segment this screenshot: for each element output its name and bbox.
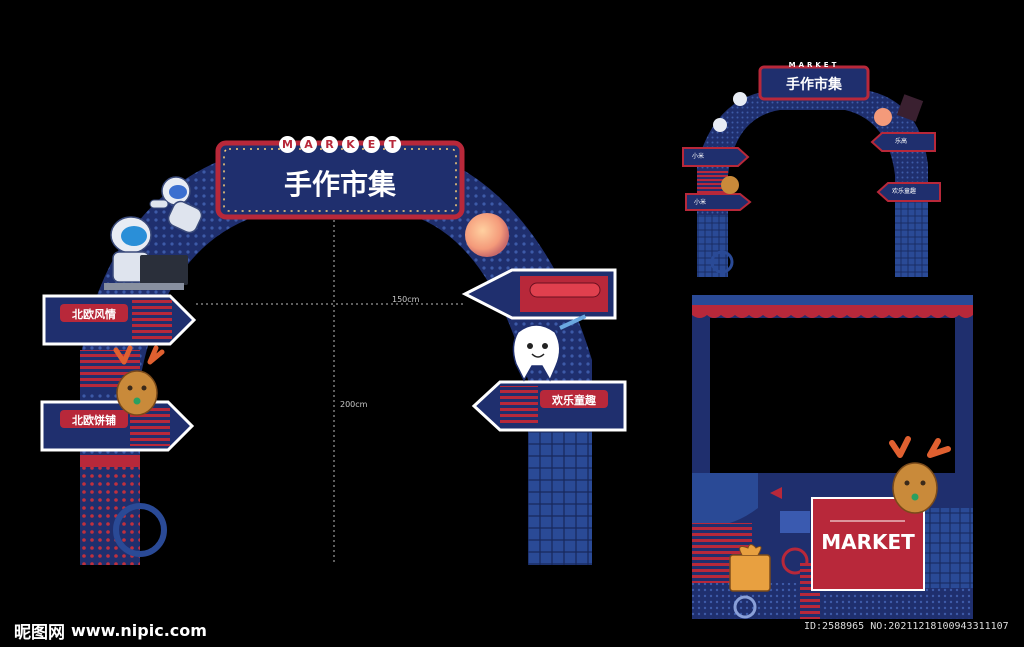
marquee-letter: T [384,136,401,153]
marquee-letter: A [300,136,317,153]
photo-frame-graphic [692,295,973,619]
small-marquee: MARKET [788,61,840,69]
sign-label-kids-fun: 欢乐童趣 [552,394,596,407]
photo-frame: MARKET [690,293,975,621]
main-arch: M A R K E T 手作市集 北欧风情 北欧饼铺 欢乐童趣 150cm 20… [40,136,627,565]
small-sign-4: 欢乐童趣 [892,188,917,195]
marquee-letter: E [363,136,380,153]
small-sign-3: 乐高 [895,138,908,145]
height-dimension-label: 200cm [340,400,368,409]
small-sign-1: 小米 [692,153,705,160]
marquee-letter: K [342,136,359,153]
image-id-text: ID:2588965 NO:20211218100943311107 [804,621,1009,632]
watermark-logo: 昵图网 [14,623,65,643]
marquee-letter: M [279,136,296,153]
small-arch: MARKET 手作市集 小米 小米 乐高 欢乐童趣 [670,55,960,280]
watermark-site: www.nipic.com [71,621,207,640]
marquee-letter: R [321,136,338,153]
market-board-text: MARKET [821,530,915,554]
width-dimension-label: 150cm [392,295,420,304]
small-arch-title: 手作市集 [786,77,842,93]
marquee-letters: M A R K E T [272,136,408,154]
main-arch-graphic [40,140,627,565]
sign-label-nordic-bakery: 北欧饼铺 [72,414,116,427]
small-arch-graphic [682,65,941,277]
watermark: 昵图网 www.nipic.com [14,618,207,643]
sign-label-nordic-style: 北欧风情 [72,308,116,321]
arch-title: 手作市集 [283,168,396,201]
small-sign-2: 小米 [694,199,707,206]
